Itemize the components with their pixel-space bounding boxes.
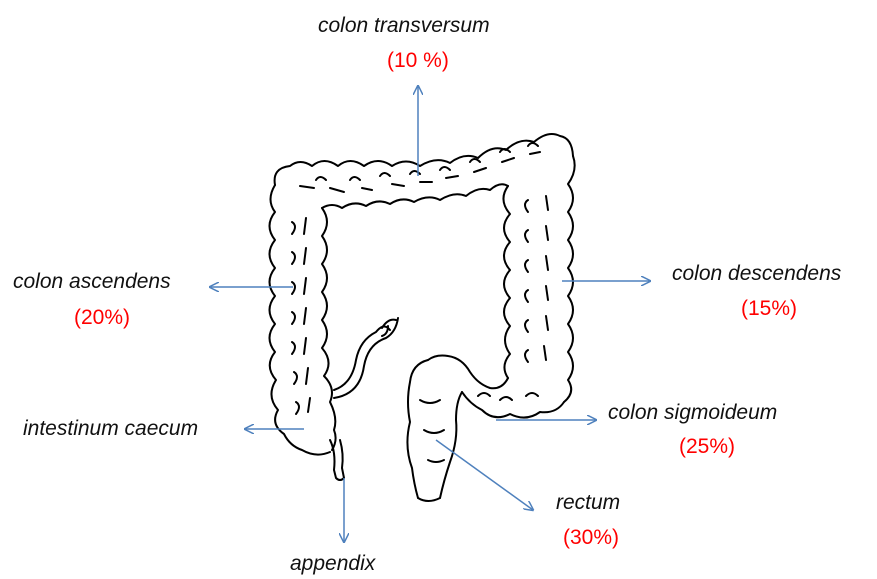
label-colon-ascendens: colon ascendens (13, 271, 171, 292)
percentage-colon-transversum: (10 %) (387, 50, 449, 71)
rectum-outer (407, 360, 428, 498)
label-rectum: rectum (556, 492, 620, 513)
percentage-colon-descendens: (15%) (741, 298, 797, 319)
large-intestine-illustration (270, 134, 575, 501)
transverse-colon-inner (322, 184, 508, 208)
descending-colon-inner (503, 186, 510, 378)
ascending-colon-inner (322, 208, 336, 450)
percentage-colon-sigmoideum: (25%) (679, 436, 735, 457)
percentage-colon-ascendens: (20%) (74, 307, 130, 328)
label-colon-transversum: colon transversum (318, 15, 490, 36)
pointer-arrows (210, 86, 650, 542)
ascending-colon-outer (270, 185, 331, 455)
descending-colon-outer (564, 156, 575, 402)
percentage-rectum: (30%) (563, 527, 619, 548)
arrow-rectum (436, 440, 533, 510)
sigmoid-colon-inner (428, 356, 508, 389)
label-intestinum-caecum: intestinum caecum (23, 418, 198, 439)
label-colon-sigmoideum: colon sigmoideum (608, 402, 777, 423)
label-appendix: appendix (290, 553, 375, 574)
label-colon-descendens: colon descendens (672, 263, 841, 284)
appendix-shape (330, 440, 344, 480)
